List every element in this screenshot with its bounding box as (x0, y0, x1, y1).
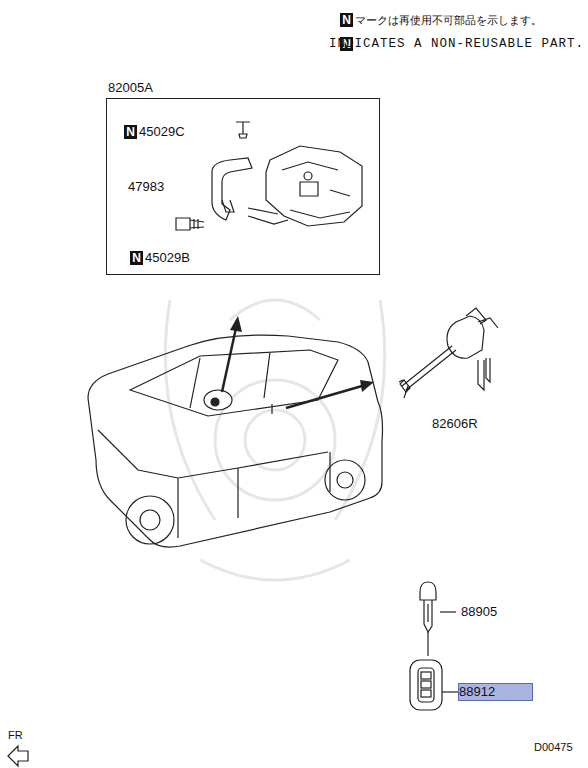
callout-number: 45029B (145, 251, 190, 265)
front-mark: FR (8, 728, 23, 742)
callout-number: 45029C (139, 125, 185, 139)
leader-arrow (222, 328, 362, 408)
note-text: INDICATES A NON-REUSABLE PART. (329, 37, 584, 51)
key (420, 582, 456, 656)
watermark (165, 300, 384, 580)
ignition-lock-assembly (176, 122, 362, 230)
non-reusable-badge: N (340, 13, 353, 27)
remote-fob (410, 660, 458, 710)
figure-code: D00475 (534, 740, 573, 754)
non-reusable-badge: N (124, 125, 137, 139)
callout-number: 88905 (461, 605, 497, 619)
vehicle (88, 335, 383, 547)
callout-number: 82606R (432, 417, 478, 431)
part-number: 88912 (459, 685, 495, 699)
callout-number: 47983 (128, 180, 164, 194)
non-reusable-badge: N (130, 251, 143, 265)
front-arrow (8, 746, 28, 766)
door-lock-cylinder (399, 308, 498, 398)
part-number: 82005A (108, 81, 153, 95)
note-text: マークは再使用不可部品を示します。 (355, 13, 542, 27)
highlight-box: 88912 (458, 683, 533, 701)
